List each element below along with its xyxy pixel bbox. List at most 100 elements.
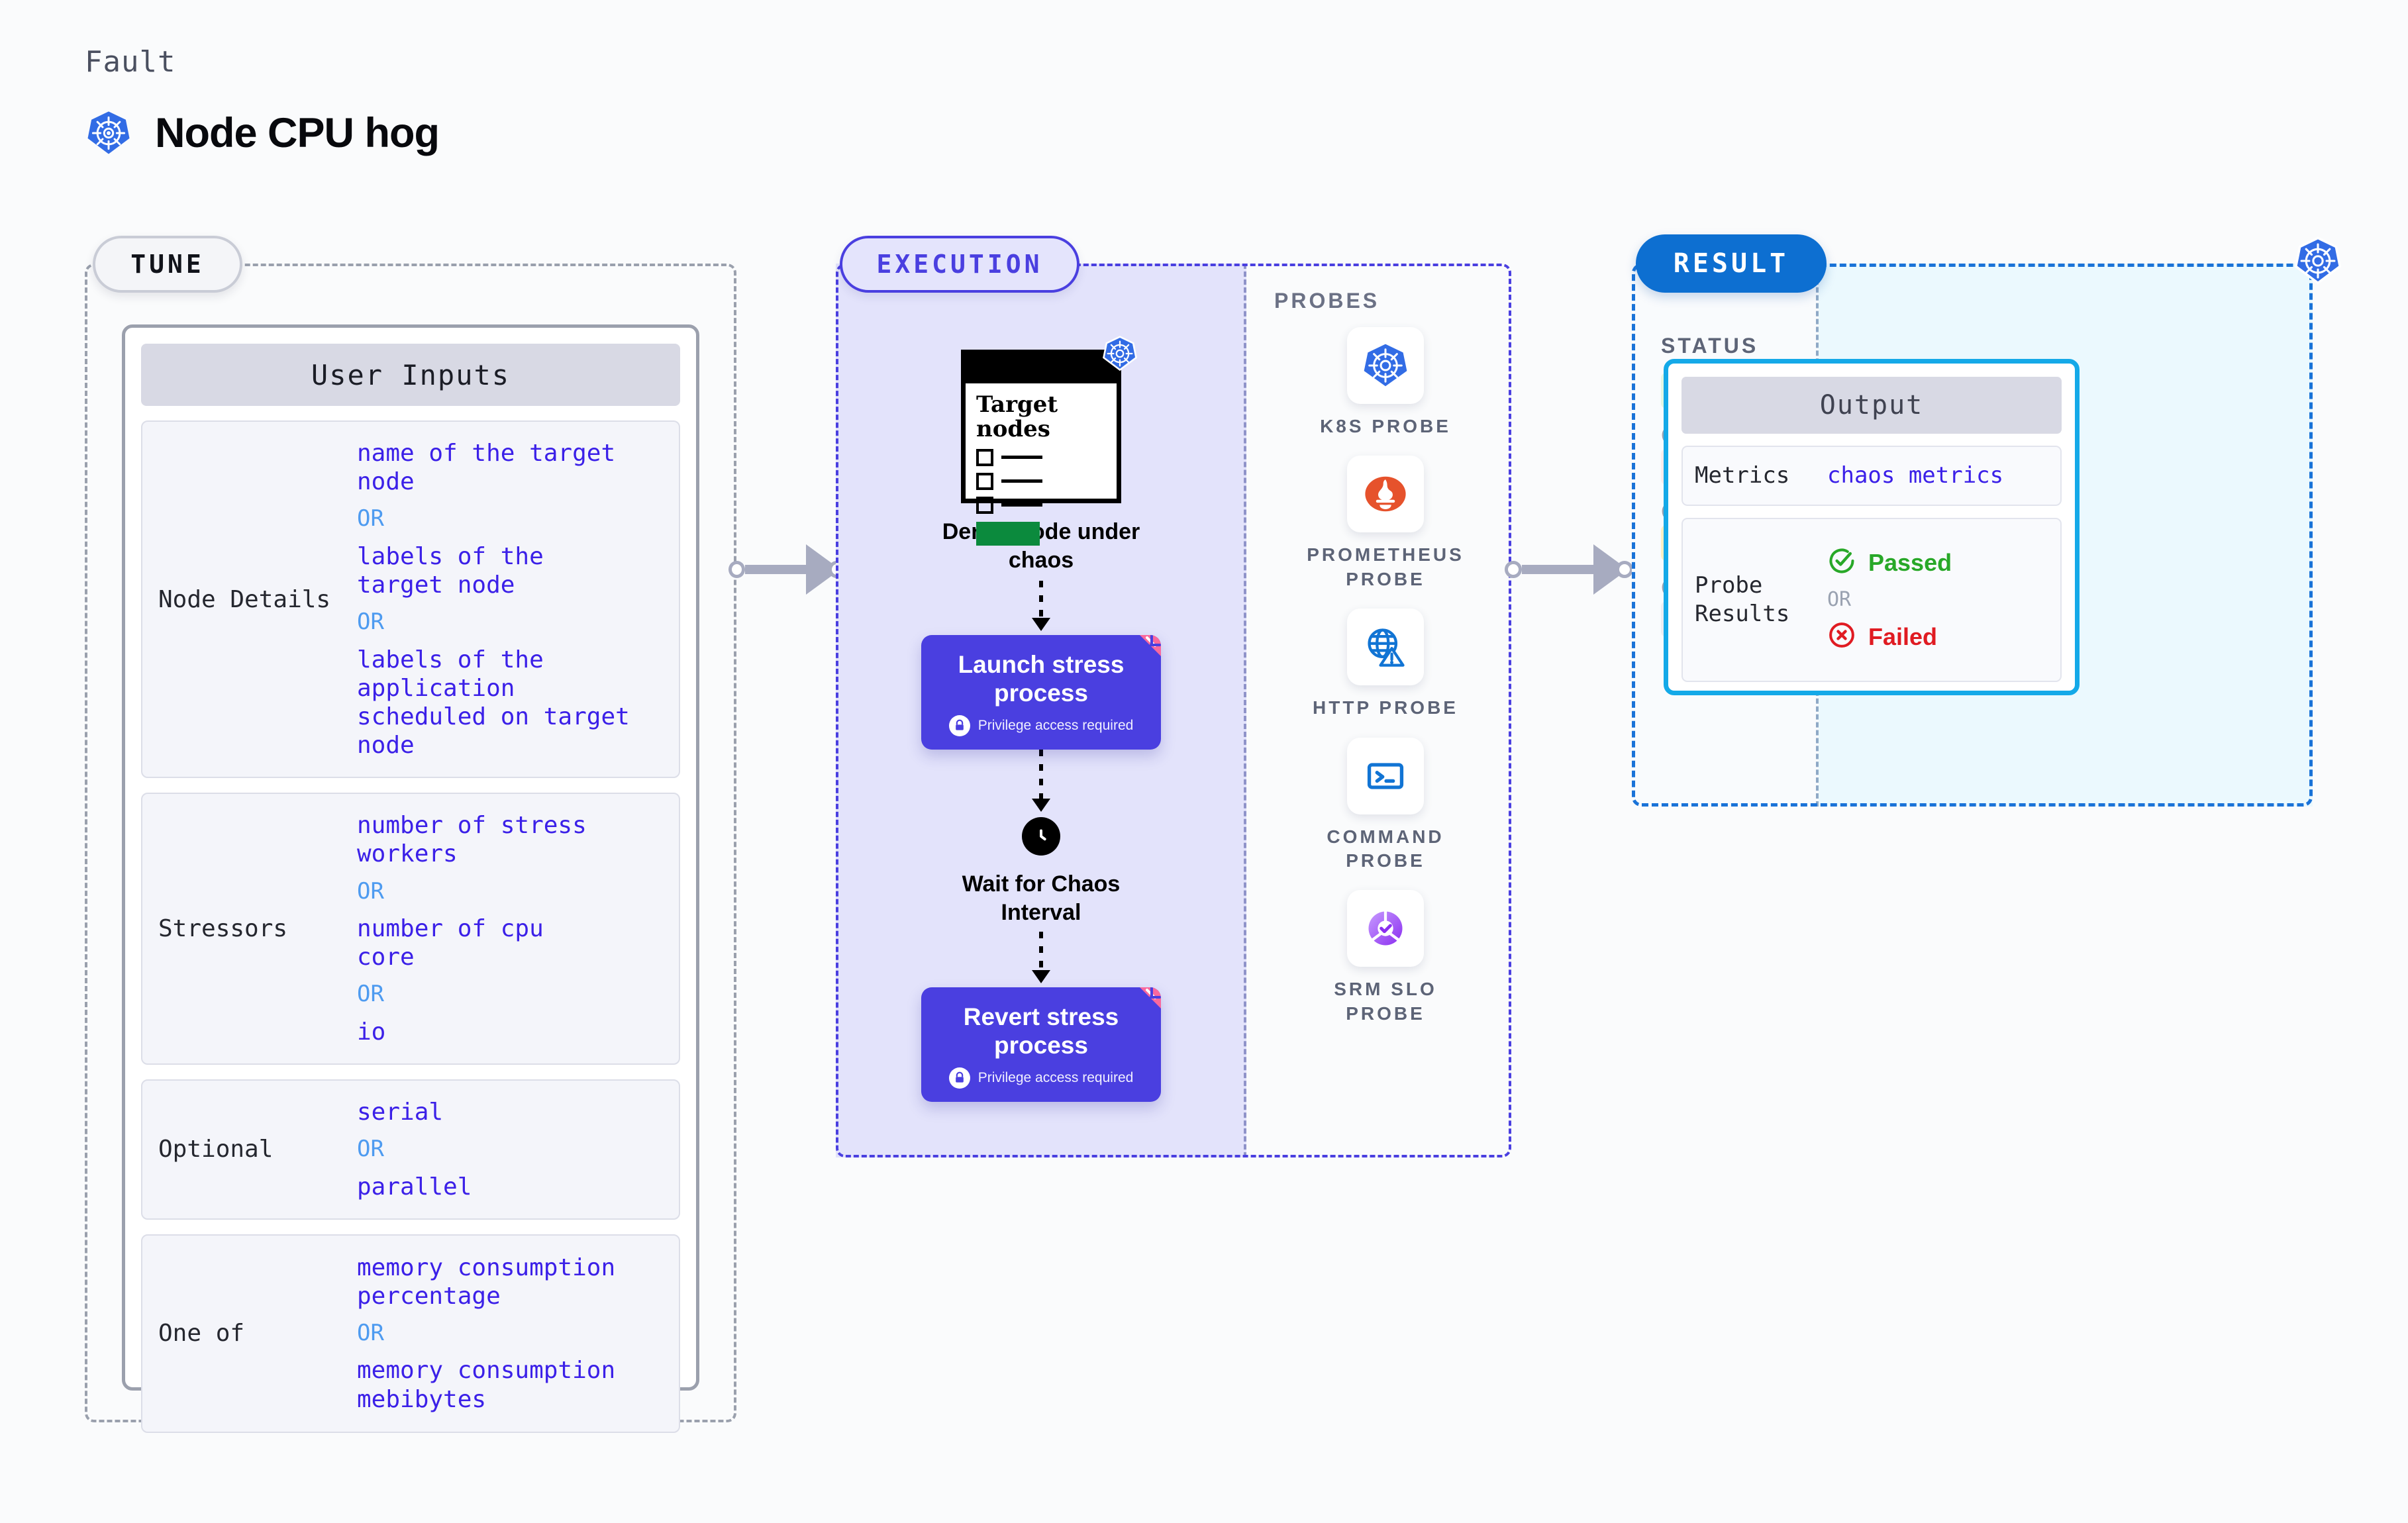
tune-row-optional: Optional serial OR parallel (141, 1079, 680, 1220)
lock-icon (948, 715, 970, 737)
harness-ribbon-icon (1125, 635, 1161, 670)
tune-row-node-details: Node Details name of the target node OR … (141, 420, 680, 779)
probe-item-k8s[interactable]: K8S PROBE (1260, 327, 1511, 438)
probe-item-http[interactable]: HTTP PROBE (1260, 609, 1511, 720)
target-nodes-card: Target nodes (961, 336, 1137, 546)
prometheus-icon (1347, 456, 1424, 533)
globe-warning-icon (1347, 609, 1424, 686)
row-value: io (357, 1018, 386, 1046)
checkbox-icon (976, 496, 993, 514)
row-label: Node Details (158, 585, 331, 613)
probe-label: HTTP PROBE (1313, 697, 1458, 718)
result-panel-border (1632, 264, 2313, 807)
clock-icon (1022, 817, 1060, 856)
connector-end-dot (1616, 561, 1633, 578)
failed-label: Failed (1868, 622, 1938, 650)
kubernetes-icon (1101, 335, 1138, 375)
result-panel: STATUS COMPLETED OR ERRORED OR QUEUED OR… (1632, 234, 2342, 807)
or-separator: OR (357, 505, 384, 532)
row-label: Optional (158, 1136, 274, 1163)
passed-label: Passed (1868, 548, 1952, 576)
probe-label: SRM SLO PROBE (1334, 979, 1437, 1024)
line-dash (1001, 503, 1042, 507)
execution-pill-label: EXECUTION (840, 236, 1079, 293)
document-title: Target nodes (976, 391, 1058, 443)
doc-line (976, 448, 1106, 466)
card-subtitle: Privilege access required (978, 1070, 1134, 1086)
or-separator: OR (357, 981, 384, 1008)
line-dash (1001, 479, 1042, 483)
probe-result-failed: Failed (1827, 620, 1952, 653)
status-section-label: STATUS (1661, 334, 1759, 358)
or-separator: OR (357, 1136, 384, 1163)
connector-line (744, 565, 809, 574)
row-value: parallel (357, 1173, 472, 1201)
connector-start-dot (728, 561, 745, 578)
row-label: Stressors (158, 915, 288, 943)
fault-title: Node CPU hog (85, 109, 440, 157)
result-pill-label: RESULT (1636, 234, 1827, 293)
document-icon: Target nodes (961, 350, 1121, 546)
or-separator: OR (357, 609, 384, 636)
card-subtitle: Privilege access required (978, 718, 1134, 734)
tune-pill-label: TUNE (93, 236, 242, 293)
probes-section-label: PROBES (1274, 289, 1380, 313)
flow-arrowhead (1032, 799, 1050, 812)
connector-start-dot (1505, 561, 1522, 578)
kubernetes-icon (85, 109, 132, 157)
probe-item-srm-slo[interactable]: SRM SLO PROBE (1260, 890, 1511, 1026)
user-inputs-card: User Inputs Node Details name of the tar… (122, 324, 699, 1433)
launch-stress-process-card[interactable]: Launch stress process Privilege access r… (921, 635, 1161, 750)
probe-label: COMMAND PROBE (1327, 826, 1444, 871)
card-title: Launch stress process (958, 651, 1125, 707)
flow-connector (1039, 581, 1043, 618)
connector-execution-to-result (1505, 544, 1634, 595)
connector-tune-to-execution (728, 544, 845, 595)
lock-icon (948, 1067, 970, 1089)
revert-stress-process-card[interactable]: Revert stress process Privilege access r… (921, 987, 1161, 1103)
x-circle-icon (1827, 620, 1856, 653)
checkbox-icon (976, 472, 993, 490)
tune-row-stressors: Stressors number of stress workers OR nu… (141, 793, 680, 1065)
or-separator: OR (1827, 588, 1852, 611)
page-title: Node CPU hog (155, 110, 440, 156)
step-label: Wait for Chaos Interval (962, 871, 1121, 925)
checkbox-icon (976, 448, 993, 466)
fault-label: Fault (85, 45, 176, 79)
execution-panel: EXECUTION PROBES Target nodes (836, 236, 1511, 1157)
flow-arrowhead (1032, 970, 1050, 984)
row-value: number of cpu core (357, 915, 544, 971)
row-value: number of stress workers (357, 812, 587, 868)
row-value: labels of the target node (357, 542, 544, 599)
output-row-probe-results: Probe Results Passed OR Failed (1681, 517, 2062, 682)
tune-row-one-of: One of memory consumption percentage OR … (141, 1234, 680, 1433)
green-bar (976, 521, 1040, 546)
row-label: Probe Results (1695, 572, 1790, 627)
check-circle-icon (1827, 546, 1856, 579)
row-value: memory consumption mebibytes (357, 1357, 616, 1413)
probe-item-prometheus[interactable]: PROMETHEUS PROBE (1260, 456, 1511, 591)
row-value: chaos metrics (1827, 462, 2004, 489)
or-separator: OR (357, 1320, 384, 1347)
kubernetes-icon (2293, 236, 2343, 289)
slo-donut-check-icon (1347, 890, 1424, 967)
probe-list: K8S PROBE PROMETHEUS PROBE (1260, 327, 1511, 1026)
row-value: memory consumption percentage (357, 1253, 616, 1310)
row-label: One of (158, 1320, 245, 1348)
flow-connector (1039, 750, 1043, 799)
row-value: labels of the application scheduled on t… (357, 646, 630, 760)
probe-label: K8S PROBE (1320, 416, 1451, 436)
doc-line (976, 496, 1106, 514)
execution-panel-border (836, 264, 1511, 1157)
user-inputs-title: User Inputs (141, 344, 680, 406)
connector-line (1522, 565, 1596, 574)
probe-result-passed: Passed (1827, 546, 1952, 579)
execution-flow: Target nodes Derive node under chaos (836, 336, 1246, 1103)
probe-item-command[interactable]: COMMAND PROBE (1260, 737, 1511, 873)
row-value: name of the target node (357, 440, 616, 496)
row-value: serial (357, 1099, 444, 1126)
probe-label: PROMETHEUS PROBE (1307, 544, 1464, 589)
output-card: Output Metrics chaos metrics Probe Resul… (1664, 359, 2080, 695)
harness-ribbon-icon (1125, 987, 1161, 1022)
output-row-metrics: Metrics chaos metrics (1681, 446, 2062, 506)
